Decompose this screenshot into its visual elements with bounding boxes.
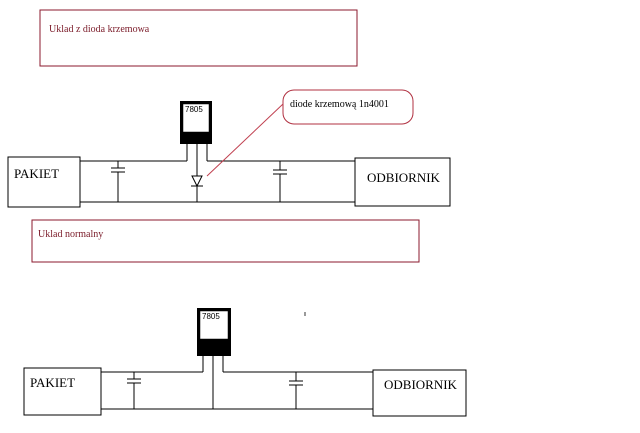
top-load-box xyxy=(354,157,451,207)
top-caption-text: Uklad z dioda krzemowa xyxy=(49,24,150,35)
bottom-caption-box xyxy=(31,219,420,263)
top-regulator-window xyxy=(182,103,210,133)
top-circuit: Uklad z dioda krzemowa PAKIET ODBIORNIK … xyxy=(7,9,451,208)
top-diode-triangle xyxy=(191,175,203,188)
bottom-caption-text: Uklad normalny xyxy=(38,229,103,240)
bottom-circuit: Uklad normalny PAKIET ODBIORNIK 7805 xyxy=(23,219,467,417)
diode-callout-text: diode krzemową 1n4001 xyxy=(290,99,389,110)
bottom-source-box xyxy=(23,367,102,416)
top-load-label: ODBIORNIK xyxy=(367,170,441,185)
top-source-label: PAKIET xyxy=(14,166,59,181)
bottom-regulator-window xyxy=(199,310,229,340)
bottom-source-label: PAKIET xyxy=(30,375,75,390)
top-source-box xyxy=(7,156,81,208)
top-caption-box xyxy=(39,9,358,67)
diode-callout-box xyxy=(282,89,414,125)
bottom-load-label: ODBIORNIK xyxy=(384,377,458,392)
bottom-regulator-label: 7805 xyxy=(202,312,220,321)
bottom-load-box xyxy=(372,369,467,417)
top-regulator-label: 7805 xyxy=(185,105,203,114)
diode-callout-line xyxy=(206,103,284,177)
